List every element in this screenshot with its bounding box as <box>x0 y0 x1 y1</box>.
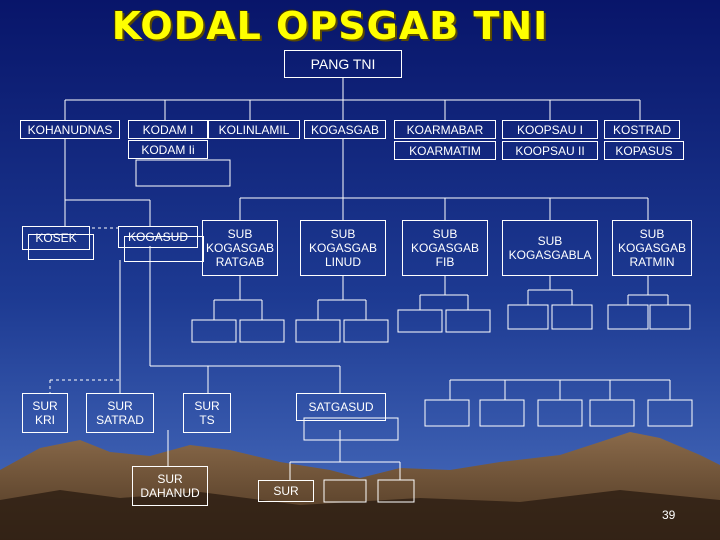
node-kogasud-shadow <box>124 236 204 262</box>
node-sur-kri[interactable]: SUR KRI <box>22 393 68 433</box>
node-sub-kogasgab-ratmin[interactable]: SUB KOGASGAB RATMIN <box>612 220 692 276</box>
node-kogasud[interactable]: KOGASUD <box>118 226 198 248</box>
node-kosek[interactable]: KOSEK <box>22 226 90 250</box>
node-koopsau-i[interactable]: KOOPSAU I <box>502 120 598 139</box>
node-kodam-i[interactable]: KODAM I <box>128 120 208 139</box>
node-sur-dahanud[interactable]: SUR DAHANUD <box>132 466 208 506</box>
node-kodam-ii[interactable]: KODAM Ii <box>128 140 208 159</box>
node-sub-kogasgabla[interactable]: SUB KOGASGABLA <box>502 220 598 276</box>
page-title: KODAL OPSGAB TNI <box>111 4 549 48</box>
node-sur-ts[interactable]: SUR TS <box>183 393 231 433</box>
node-pang-tni[interactable]: PANG TNI <box>284 50 402 78</box>
node-satgasud[interactable]: SATGASUD <box>296 393 386 421</box>
node-sur[interactable]: SUR <box>258 480 314 502</box>
node-kohanudnas[interactable]: KOHANUDNAS <box>20 120 120 139</box>
node-koarmabar[interactable]: KOARMABAR <box>394 120 496 139</box>
node-kogasgab[interactable]: KOGASGAB <box>304 120 386 139</box>
node-sub-kogasgab-linud[interactable]: SUB KOGASGAB LINUD <box>300 220 386 276</box>
node-koarmatim[interactable]: KOARMATIM <box>394 141 496 160</box>
node-koopsau-ii[interactable]: KOOPSAU II <box>502 141 598 160</box>
node-sur-satrad[interactable]: SUR SATRAD <box>86 393 154 433</box>
page-number: 39 <box>662 508 676 522</box>
node-kostrad[interactable]: KOSTRAD <box>604 120 680 139</box>
node-sub-kogasgab-fib[interactable]: SUB KOGASGAB FIB <box>402 220 488 276</box>
node-kopasus[interactable]: KOPASUS <box>604 141 684 160</box>
node-kosek-shadow <box>28 234 94 260</box>
node-sub-kogasgab-ratgab[interactable]: SUB KOGASGAB RATGAB <box>202 220 278 276</box>
node-kolinlamil[interactable]: KOLINLAMIL <box>208 120 300 139</box>
